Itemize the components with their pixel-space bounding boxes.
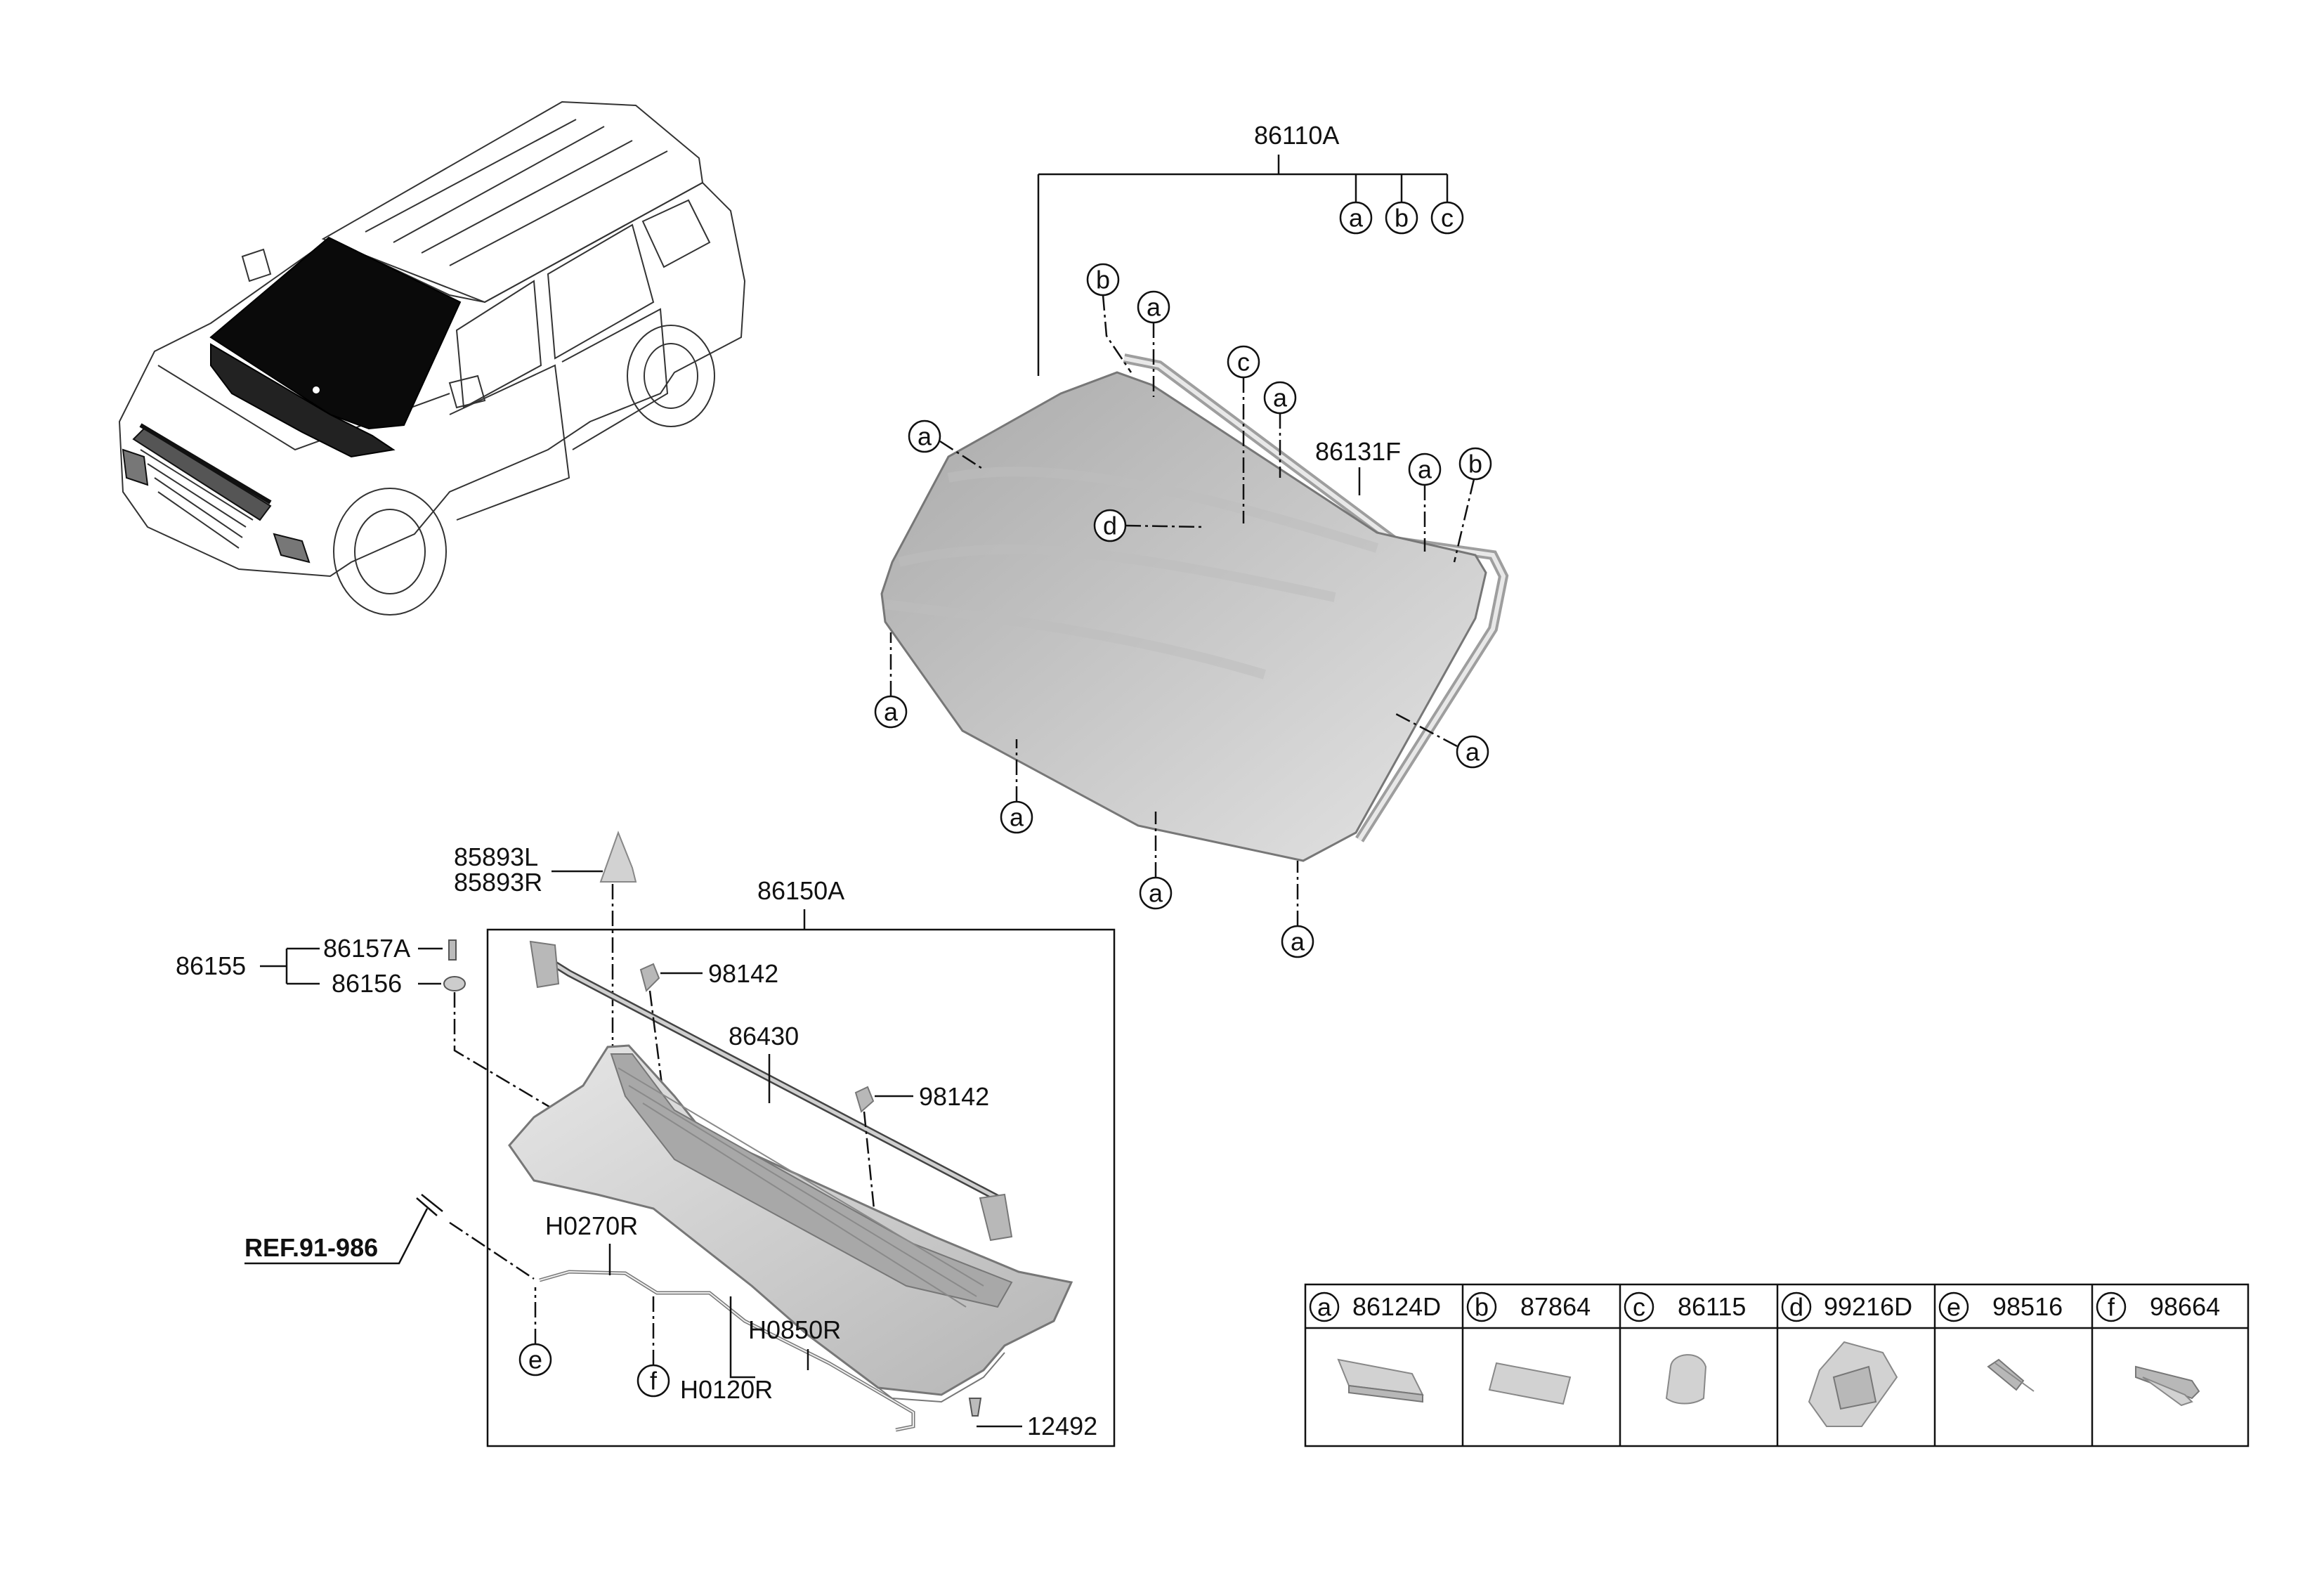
label-85893L: 85893L: [454, 842, 538, 871]
svg-text:a: a: [1317, 1293, 1332, 1322]
legend-part-b-icon: [1488, 1362, 1572, 1405]
svg-text:a: a: [1010, 803, 1024, 832]
svg-text:98664: 98664: [2150, 1292, 2220, 1321]
label-12492: 12492: [1027, 1412, 1097, 1440]
svg-text:a: a: [1273, 384, 1288, 412]
svg-text:86124D: 86124D: [1352, 1292, 1441, 1321]
svg-text:b: b: [1475, 1293, 1489, 1322]
svg-text:f: f: [650, 1367, 658, 1395]
vehicle-illustration: [118, 100, 746, 616]
legend-part-c-icon: [1665, 1354, 1707, 1405]
windshield-glass: [880, 371, 1487, 862]
legend-header-e: e 98516: [1938, 1291, 2063, 1322]
legend-table: a 86124D b 87864 c 86115 d 99216D e 9851…: [1304, 1283, 2250, 1447]
callout-a-top2: a: [1263, 381, 1297, 415]
svg-text:a: a: [918, 422, 932, 451]
label-85893R: 85893R: [454, 868, 542, 897]
label-86110A: 86110A: [1254, 121, 1339, 150]
svg-text:99216D: 99216D: [1824, 1292, 1912, 1321]
callout-a-left: a: [908, 419, 941, 453]
windshield-group: 86110A a b c 86131F b a: [874, 121, 1509, 958]
legend-header-d: d 99216D: [1781, 1291, 1912, 1322]
reference-link[interactable]: REF.91-986: [244, 1233, 378, 1262]
svg-text:a: a: [884, 698, 899, 727]
label-86157A: 86157A: [323, 934, 410, 963]
header-callout-b: b: [1385, 201, 1418, 235]
svg-text:b: b: [1468, 450, 1482, 479]
legend-part-f-icon: [2135, 1365, 2200, 1400]
callout-d: d: [1093, 509, 1127, 542]
callout-a-lower-left: a: [874, 695, 908, 729]
svg-text:c: c: [1237, 348, 1250, 377]
bolt-icon: [448, 939, 457, 961]
cover-part: [599, 831, 637, 883]
svg-text:d: d: [1103, 512, 1117, 540]
callout-a-top: a: [1137, 290, 1170, 324]
svg-text:a: a: [1149, 879, 1163, 908]
header-callout-c: c: [1430, 201, 1464, 235]
svg-text:e: e: [1947, 1293, 1961, 1322]
label-86156: 86156: [332, 969, 402, 998]
legend-header-f: f 98664: [2096, 1291, 2220, 1322]
clip-lower: [854, 1086, 875, 1113]
nut-icon: [443, 976, 466, 991]
label-98142-lower: 98142: [919, 1082, 989, 1111]
svg-text:b: b: [1096, 266, 1110, 294]
svg-text:c: c: [1633, 1293, 1645, 1322]
label-86155: 86155: [176, 951, 246, 980]
callout-a-side-right: a: [1456, 735, 1489, 769]
svg-text:e: e: [528, 1346, 542, 1374]
label-H0850R: H0850R: [748, 1315, 841, 1344]
svg-text:86115: 86115: [1678, 1292, 1746, 1321]
callout-b-top: b: [1086, 263, 1120, 297]
cowl-group: 86150A 85893L 85893R 86155 86157A 86156 …: [176, 831, 1116, 1447]
callout-a-right: a: [1408, 453, 1442, 486]
svg-text:a: a: [1418, 455, 1432, 484]
legend-part-e-icon: [1987, 1358, 2025, 1391]
label-H0120R: H0120R: [680, 1375, 773, 1404]
svg-text:d: d: [1789, 1293, 1803, 1322]
callout-c: c: [1227, 345, 1260, 379]
svg-text:c: c: [1441, 204, 1454, 233]
svg-text:f: f: [2108, 1293, 2115, 1322]
header-callout-a: a: [1339, 201, 1373, 235]
label-H0270R: H0270R: [545, 1211, 638, 1240]
svg-text:87864: 87864: [1520, 1292, 1591, 1321]
callout-f: f: [637, 1364, 670, 1398]
cowl-assembly-box: [486, 928, 1116, 1447]
callout-b-right: b: [1458, 447, 1492, 481]
clip-upper: [639, 963, 660, 992]
screw-icon: [968, 1398, 982, 1417]
callout-e: e: [518, 1343, 552, 1377]
callout-a-bottom1: a: [1000, 800, 1033, 834]
svg-text:a: a: [1147, 293, 1161, 322]
label-86150A: 86150A: [757, 876, 844, 905]
legend-header-c: c 86115: [1624, 1291, 1746, 1322]
svg-text:98516: 98516: [1992, 1292, 2063, 1321]
label-86131F: 86131F: [1315, 437, 1401, 466]
legend-header-b: b 87864: [1466, 1291, 1591, 1322]
svg-text:a: a: [1291, 928, 1305, 956]
label-98142-upper: 98142: [708, 959, 778, 988]
svg-text:b: b: [1395, 204, 1409, 233]
callout-a-bottom2: a: [1139, 876, 1173, 910]
callout-a-bottom3: a: [1281, 925, 1314, 958]
svg-text:a: a: [1349, 204, 1364, 233]
label-86430: 86430: [729, 1022, 799, 1050]
svg-text:a: a: [1465, 738, 1480, 767]
legend-header-a: a 86124D: [1309, 1291, 1441, 1322]
